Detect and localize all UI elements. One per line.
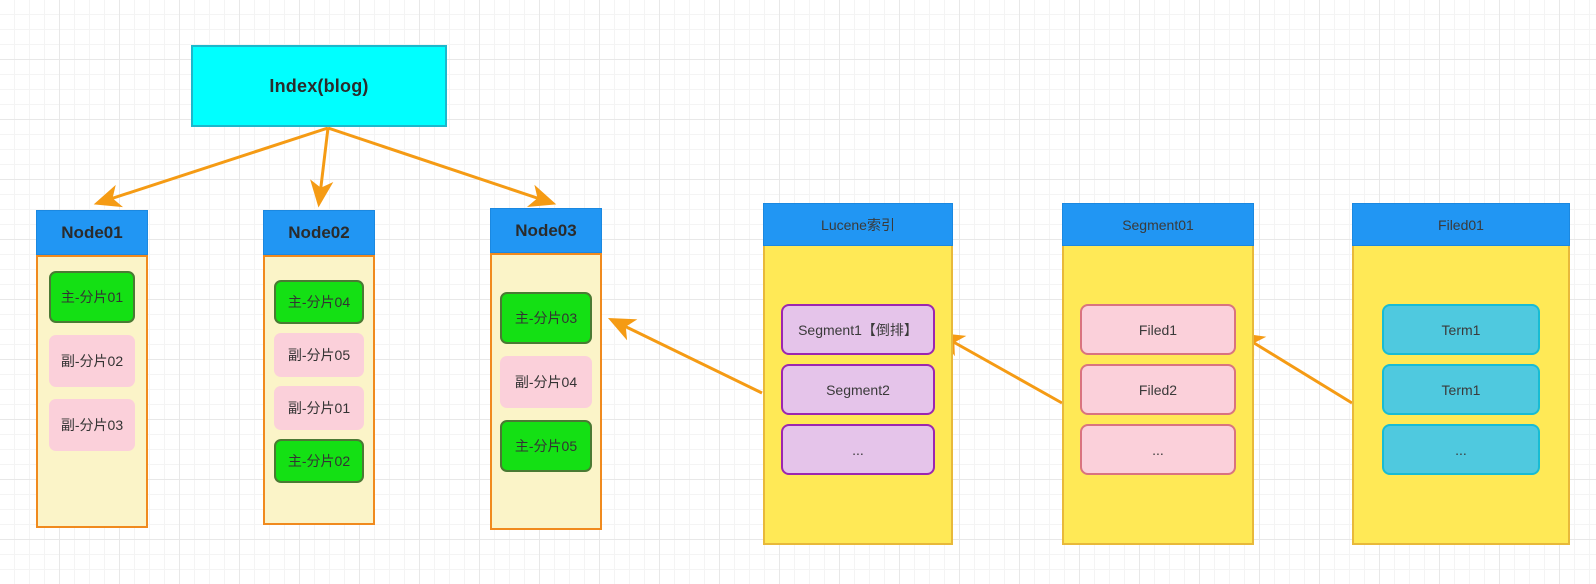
arrow-filed01-to-filed1 [1237, 332, 1353, 405]
column-header-filed01[interactable]: Filed01 [1352, 203, 1570, 246]
list-item[interactable]: Filed1 [1080, 304, 1236, 355]
arrow-index-to-node02 [310, 127, 334, 208]
list-item[interactable]: ... [781, 424, 935, 475]
node-body-node03: 主-分片03 副-分片04 主-分片05 [490, 253, 602, 530]
list-item[interactable]: ... [1080, 424, 1236, 475]
list-item[interactable]: Term1 [1382, 364, 1540, 415]
list-item[interactable]: Term1 [1382, 304, 1540, 355]
column-body-segment01: Filed1 Filed2 ... [1062, 246, 1254, 545]
shard-box[interactable]: 主-分片03 [500, 292, 592, 344]
shard-box[interactable]: 副-分片02 [49, 335, 135, 387]
node-header-node01[interactable]: Node01 [36, 210, 148, 255]
node-header-node03[interactable]: Node03 [490, 208, 602, 253]
list-item[interactable]: ... [1382, 424, 1540, 475]
arrow-index-to-node01 [93, 126, 329, 208]
list-item[interactable]: Segment1【倒排】 [781, 304, 935, 355]
node-body-node02: 主-分片04 副-分片05 副-分片01 主-分片02 [263, 255, 375, 525]
list-item[interactable]: Filed2 [1080, 364, 1236, 415]
arrow-lucene-to-node03 [607, 318, 763, 395]
index-root-box[interactable]: Index(blog) [191, 45, 447, 127]
column-header-lucene-index[interactable]: Lucene索引 [763, 203, 953, 246]
column-body-lucene-index: Segment1【倒排】 Segment2 ... [763, 246, 953, 545]
list-item[interactable]: Segment2 [781, 364, 935, 415]
arrow-index-to-node03 [327, 126, 557, 207]
column-body-filed01: Term1 Term1 ... [1352, 246, 1570, 545]
arrow-segment01-to-segment1 [937, 332, 1063, 405]
shard-box[interactable]: 副-分片03 [49, 399, 135, 451]
column-header-segment01[interactable]: Segment01 [1062, 203, 1254, 246]
shard-box[interactable]: 主-分片02 [274, 439, 364, 483]
shard-box[interactable]: 副-分片01 [274, 386, 364, 430]
node-body-node01: 主-分片01 副-分片02 副-分片03 [36, 255, 148, 528]
shard-box[interactable]: 副-分片04 [500, 356, 592, 408]
shard-box[interactable]: 主-分片01 [49, 271, 135, 323]
shard-box[interactable]: 副-分片05 [274, 333, 364, 377]
node-header-node02[interactable]: Node02 [263, 210, 375, 255]
shard-box[interactable]: 主-分片04 [274, 280, 364, 324]
shard-box[interactable]: 主-分片05 [500, 420, 592, 472]
